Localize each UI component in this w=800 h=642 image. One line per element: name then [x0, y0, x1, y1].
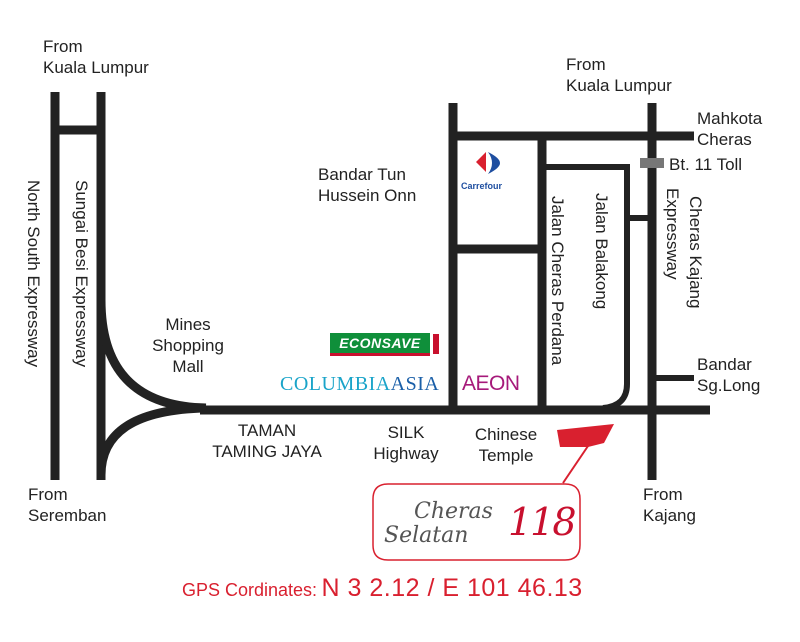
gps-label: GPS Cordinates: — [182, 580, 318, 600]
label-from-kl-left: From Kuala Lumpur — [43, 36, 149, 78]
label-chinese-temple-line2: Temple — [478, 446, 534, 465]
asia-text: ASIA — [390, 373, 440, 395]
label-from-kl-left-line2: Kuala Lumpur — [43, 58, 149, 77]
label-mines-line1: Mines — [165, 315, 211, 334]
label-from-seremban-line2: Seremban — [28, 506, 107, 525]
label-chinese-temple-line1: Chinese — [474, 425, 538, 444]
label-bandar-tun-line2: Hussein Onn — [318, 186, 417, 205]
label-bandar-sg-long-line1: Bandar — [697, 355, 752, 374]
label-bandar-sg-long-line2: Sg.Long — [697, 376, 761, 395]
label-bandar-tun: Bandar Tun Hussein Onn — [318, 164, 416, 206]
label-expressway: Expressway — [663, 188, 682, 280]
econsave-logo: ECONSAVE — [330, 333, 439, 357]
label-from-seremban: From Seremban — [28, 484, 106, 526]
econsave-tag — [433, 334, 439, 354]
columbia-asia-logo: COLUMBIAASIA — [280, 373, 439, 396]
label-bandar-sg-long: Bandar Sg.Long — [697, 354, 760, 396]
label-bandar-tun-line1: Bandar Tun — [318, 165, 406, 184]
toll-marker — [640, 158, 664, 168]
label-from-kl-left-line1: From — [43, 37, 83, 56]
location-pointer-line — [562, 445, 589, 484]
gps-value: N 3 2.12 / E 101 46.13 — [321, 574, 583, 602]
label-sungai-besi: Sungai Besi Expressway — [72, 180, 91, 368]
label-silk-line2: Highway — [373, 444, 439, 463]
label-silk-highway: SILK Highway — [356, 422, 456, 464]
label-mines-line3: Mall — [172, 357, 204, 376]
gps-coordinates: GPS Cordinates: N 3 2.12 / E 101 46.13 — [182, 574, 583, 603]
econsave-badge: ECONSAVE — [330, 333, 430, 356]
label-cheras-kajang: Cheras Kajang — [686, 196, 705, 309]
interchange-curve-south — [96, 403, 207, 476]
label-chinese-temple: Chinese Temple — [458, 424, 554, 466]
label-mahkota-cheras: Mahkota Cheras — [697, 108, 762, 150]
label-taman-line2: TAMING JAYA — [212, 442, 322, 461]
label-bt11-toll: Bt. 11 Toll — [669, 155, 743, 174]
carrefour-logo-text: Carrefour — [461, 181, 503, 191]
label-north-south: North South Expressway — [24, 180, 43, 368]
label-taman-line1: TAMAN — [237, 421, 297, 440]
label-from-kl-right-line2: Kuala Lumpur — [566, 76, 672, 95]
label-taman-taming-jaya: TAMAN TAMING JAYA — [192, 420, 342, 462]
label-from-kajang-line1: From — [643, 485, 683, 504]
location-pin-marker — [557, 424, 614, 447]
label-jalan-cheras-perdana: Jalan Cheras Perdana — [548, 196, 567, 366]
carrefour-mark-red — [476, 152, 486, 172]
logo-number-text: 118 — [508, 500, 577, 544]
label-silk-line1: SILK — [387, 423, 425, 442]
label-from-kajang-line2: Kajang — [643, 506, 696, 525]
label-from-kl-right-line1: From — [566, 55, 606, 74]
columbia-text: COLUMBIA — [280, 373, 391, 395]
aeon-logo: AEON — [462, 372, 520, 395]
carrefour-mark-blue — [488, 152, 500, 174]
label-from-kl-right: From Kuala Lumpur — [566, 54, 672, 96]
label-jalan-balakong: Jalan Balakong — [592, 193, 611, 310]
logo-selatan-text: Selatan — [384, 523, 469, 548]
label-from-kajang: From Kajang — [643, 484, 696, 526]
label-from-seremban-line1: From — [28, 485, 68, 504]
jalan-balakong-road — [542, 164, 630, 411]
label-mines: Mines Shopping Mall — [144, 314, 232, 377]
label-mahkota-cheras-line1: Mahkota — [697, 109, 763, 128]
label-mahkota-cheras-line2: Cheras — [697, 130, 752, 149]
logo-callout-box — [372, 483, 581, 561]
label-mines-line2: Shopping — [152, 336, 224, 355]
logo-cheras-text: Cheras — [414, 499, 493, 524]
